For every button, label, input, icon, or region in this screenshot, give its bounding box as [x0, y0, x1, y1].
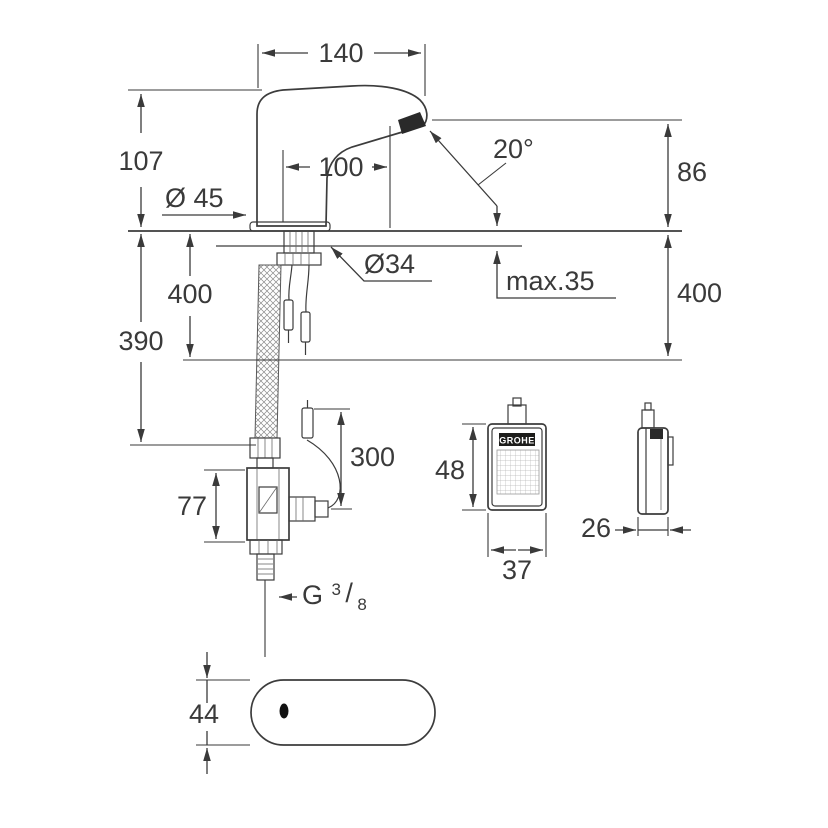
- side-plug-tip: [644, 402, 652, 411]
- valve-body: [246, 467, 290, 541]
- valve-cable-plug: [301, 407, 314, 439]
- threaded-tailpiece: [256, 553, 275, 581]
- thread-denominator: 8: [357, 595, 366, 614]
- cable-plug-1: [283, 299, 294, 331]
- thread-slash: /: [345, 578, 353, 608]
- dim-label-cable-length: 390: [118, 326, 163, 356]
- dim-label-hose-left: 400: [167, 279, 212, 309]
- dim-hose-length-right: 400: [664, 235, 722, 356]
- base-plate-bottom-view: [250, 679, 436, 746]
- valve-neck: [256, 457, 274, 469]
- dim-outlet-height: 86: [432, 119, 707, 227]
- mounting-nut: [276, 252, 322, 266]
- mounting-shank: [283, 230, 315, 254]
- dim-valve-cable: 300: [314, 408, 395, 510]
- faucet-outline: [256, 84, 428, 227]
- dim-box-width: 37: [487, 513, 547, 585]
- dim-label-valve-height: 77: [177, 491, 207, 521]
- dim-cable-length: 390: [118, 234, 256, 446]
- leader-line: [477, 162, 507, 186]
- dim-valve-height: 77: [177, 469, 245, 543]
- box-inner: [491, 427, 543, 507]
- sensor-cable-2: [305, 264, 310, 313]
- box-plug-tip: [512, 397, 522, 407]
- dim-thread: G 3 / 8: [279, 578, 367, 614]
- valve-cable: [306, 439, 341, 509]
- countertop-section: [128, 230, 682, 247]
- cable-plug-2: [300, 311, 311, 343]
- control-box-front-view: GROHE: [487, 397, 547, 511]
- dim-body-height: 107: [118, 89, 262, 227]
- dim-spout-angle: 20°: [429, 130, 534, 226]
- dim-label-box-depth: 26: [581, 513, 611, 543]
- brand-logo-text: GROHE: [499, 436, 535, 446]
- valve-cartridge: [258, 486, 278, 514]
- box-outline: [487, 423, 547, 511]
- dim-base-diameter: Ø 45: [162, 183, 246, 219]
- control-box-side-view: [637, 402, 674, 515]
- dim-hose-length-left: 400: [167, 234, 213, 357]
- thread-prefix: G: [302, 580, 323, 610]
- dim-label-outlet-height: 86: [677, 157, 707, 187]
- dim-label-valve-cable: 300: [350, 442, 395, 472]
- brand-logo-plate: [499, 433, 535, 446]
- dim-label-base-plate-height: 44: [189, 699, 219, 729]
- battery-compartment: [496, 449, 540, 495]
- dim-label-box-height: 48: [435, 455, 465, 485]
- dim-label-spout-angle: 20°: [493, 134, 534, 164]
- dim-box-height: 48: [435, 423, 486, 511]
- valve-assembly: [246, 400, 341, 657]
- dim-box-depth: 26: [581, 513, 691, 543]
- leader-line: [330, 246, 432, 282]
- dim-label-body-height: 107: [118, 146, 163, 176]
- mounting-clip: [667, 436, 674, 466]
- sensor-cable-1: [288, 264, 293, 301]
- leader-line: [493, 251, 616, 299]
- braided-hose: [254, 264, 282, 439]
- valve-cable-fitting: [314, 500, 329, 518]
- dim-spout-reach: 100: [282, 126, 391, 228]
- dim-label-spout-width: 140: [318, 38, 363, 68]
- hoses-and-cables: [254, 264, 311, 439]
- faucet-elevation: [249, 84, 428, 266]
- dim-label-hose-right: 400: [677, 278, 722, 308]
- valve-side-outlet: [288, 496, 316, 522]
- dim-label-hole-diameter: Ø34: [364, 249, 415, 279]
- dim-max-deck-thickness: max.35: [493, 251, 616, 299]
- dim-spout-width: 140: [257, 38, 426, 96]
- dim-base-plate-height: 44: [189, 652, 250, 774]
- sensor-window: [279, 703, 289, 719]
- dim-hole-diameter: Ø34: [330, 246, 432, 282]
- spout-nozzle: [398, 112, 426, 134]
- dim-label-base-diameter: Ø 45: [165, 183, 224, 213]
- thread-numerator: 3: [331, 580, 340, 599]
- side-plug: [641, 409, 655, 429]
- base-plate-outline: [250, 679, 436, 746]
- dim-label-max-thickness: max.35: [506, 266, 595, 296]
- side-cable-entry: [650, 429, 663, 439]
- dim-label-spout-reach: 100: [318, 152, 363, 182]
- angle-line: [429, 130, 498, 207]
- dim-label-thread: G 3 / 8: [302, 578, 367, 614]
- side-outline: [637, 427, 669, 515]
- box-plug: [507, 404, 527, 425]
- dim-label-box-width: 37: [502, 555, 532, 585]
